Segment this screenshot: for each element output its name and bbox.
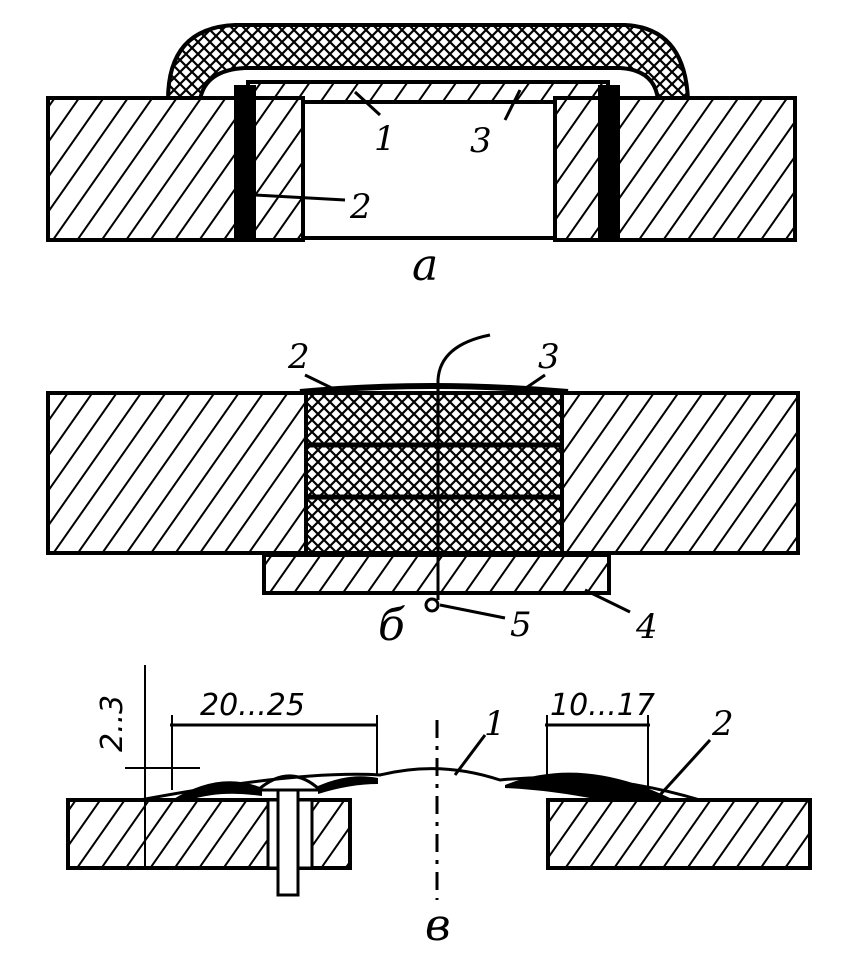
dim-height: 2..3 <box>95 695 130 752</box>
leader-4 <box>584 588 631 614</box>
base-right <box>560 391 800 555</box>
leader-1 <box>453 734 487 776</box>
wire-end-5 <box>424 597 440 613</box>
label-2: 2 <box>287 337 310 377</box>
label-3: 3 <box>470 121 492 161</box>
sealant-left-2 <box>318 776 378 794</box>
leader-2 <box>658 738 712 797</box>
figure-c: 2..3 20...25 10...17 1 2 в <box>66 665 812 951</box>
label-1: 1 <box>484 704 506 744</box>
leader-2 <box>254 193 346 202</box>
base-left <box>46 391 308 555</box>
leader-3 <box>519 373 546 394</box>
base-right <box>553 96 797 242</box>
wire <box>436 333 491 600</box>
figure-a: 1 2 3 a <box>46 23 797 291</box>
dim-left-width: 20...25 <box>200 688 305 723</box>
base-right <box>546 798 812 870</box>
label-5: 5 <box>510 605 532 645</box>
label-4: 4 <box>635 607 658 647</box>
dim-right-width: 10...17 <box>550 688 655 723</box>
label-2: 2 <box>711 704 734 744</box>
caption-b: б <box>378 600 405 651</box>
figure-b: 2 3 4 5 б <box>46 333 800 651</box>
leader-1 <box>353 90 382 117</box>
seal-left <box>234 85 256 240</box>
rivet-shank <box>276 788 300 897</box>
caption-a: a <box>412 240 438 291</box>
base-left <box>46 96 305 242</box>
caption-c: в <box>425 900 451 951</box>
cover-layer <box>165 23 691 102</box>
stack-3 <box>304 391 564 555</box>
sealant-left <box>172 781 262 800</box>
seal-right <box>598 85 620 240</box>
label-2: 2 <box>349 187 372 227</box>
label-3: 3 <box>538 337 560 377</box>
cavity <box>301 100 557 240</box>
leader-2 <box>304 373 341 394</box>
leader-5 <box>439 603 506 620</box>
leader-3 <box>503 89 522 121</box>
label-1: 1 <box>374 119 396 159</box>
